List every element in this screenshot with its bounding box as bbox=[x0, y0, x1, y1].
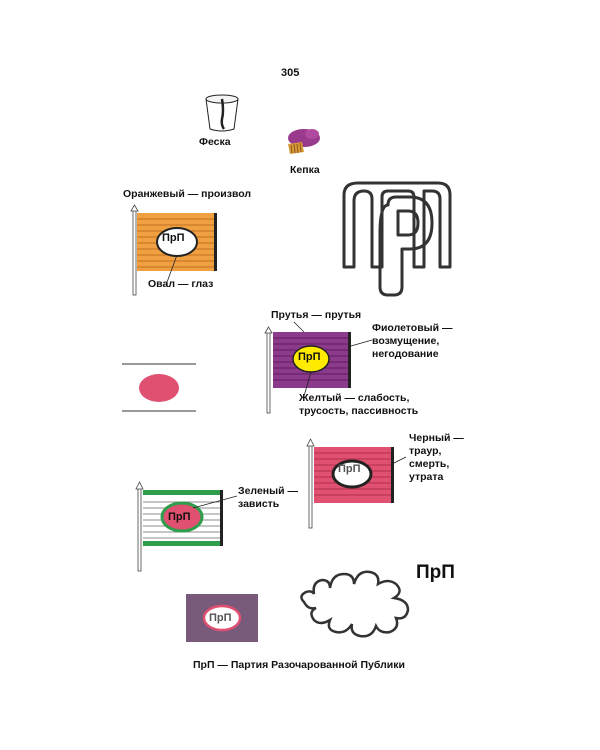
fez-label: Феска bbox=[199, 136, 231, 148]
blob-outline bbox=[300, 570, 410, 638]
pink-flag-text: ПрП bbox=[338, 463, 361, 475]
pink-flag bbox=[306, 438, 407, 529]
label-black-line1: Черный — bbox=[409, 432, 464, 444]
label-purple: Фиолетовый — возмущение, негодование bbox=[372, 322, 453, 361]
page-number: 305 bbox=[281, 67, 300, 79]
label-black-line3: смерть, bbox=[409, 458, 450, 470]
label-oval: Овал — глаз bbox=[148, 278, 214, 290]
label-purple-line1: Фиолетовый — bbox=[372, 322, 453, 334]
label-orange: Оранжевый — произвол bbox=[123, 188, 252, 200]
eye-symbol bbox=[122, 363, 196, 412]
label-green: Зеленый — зависть bbox=[238, 485, 298, 511]
orange-flag-cloth bbox=[137, 213, 217, 271]
fez-illustration bbox=[205, 94, 239, 132]
prp-outline-letters bbox=[342, 181, 452, 297]
label-green-line2: зависть bbox=[238, 498, 280, 510]
label-rods: Прутья — прутья bbox=[271, 309, 362, 321]
bottom-emblem bbox=[186, 594, 258, 642]
label-black: Черный — траур, смерть, утрата bbox=[409, 432, 464, 484]
label-purple-line3: негодование bbox=[372, 348, 439, 360]
purple-flag-text: ПрП bbox=[298, 351, 321, 363]
label-yellow: Желтый — слабость, трусость, пассивность bbox=[299, 392, 418, 418]
orange-flag-text: ПрП bbox=[162, 232, 185, 244]
label-black-line4: утрата bbox=[409, 471, 444, 483]
caption: ПрП — Партия Разочарованной Публики bbox=[193, 659, 405, 671]
green-flag-text: ПрП bbox=[168, 511, 191, 523]
cap-illustration bbox=[288, 129, 320, 154]
label-yellow-line1: Желтый — слабость, bbox=[299, 392, 410, 404]
purple-flag bbox=[264, 321, 373, 414]
label-yellow-line2: трусость, пассивность bbox=[299, 405, 419, 417]
label-black-line2: траур, bbox=[409, 445, 442, 457]
label-purple-line2: возмущение, bbox=[372, 335, 440, 347]
green-flag bbox=[135, 481, 238, 572]
large-abbr: ПрП bbox=[416, 562, 455, 583]
cap-label: Кепка bbox=[290, 164, 320, 176]
label-green-line1: Зеленый — bbox=[238, 485, 298, 497]
orange-flag bbox=[130, 204, 217, 296]
bottom-emblem-text: ПрП bbox=[209, 612, 232, 624]
